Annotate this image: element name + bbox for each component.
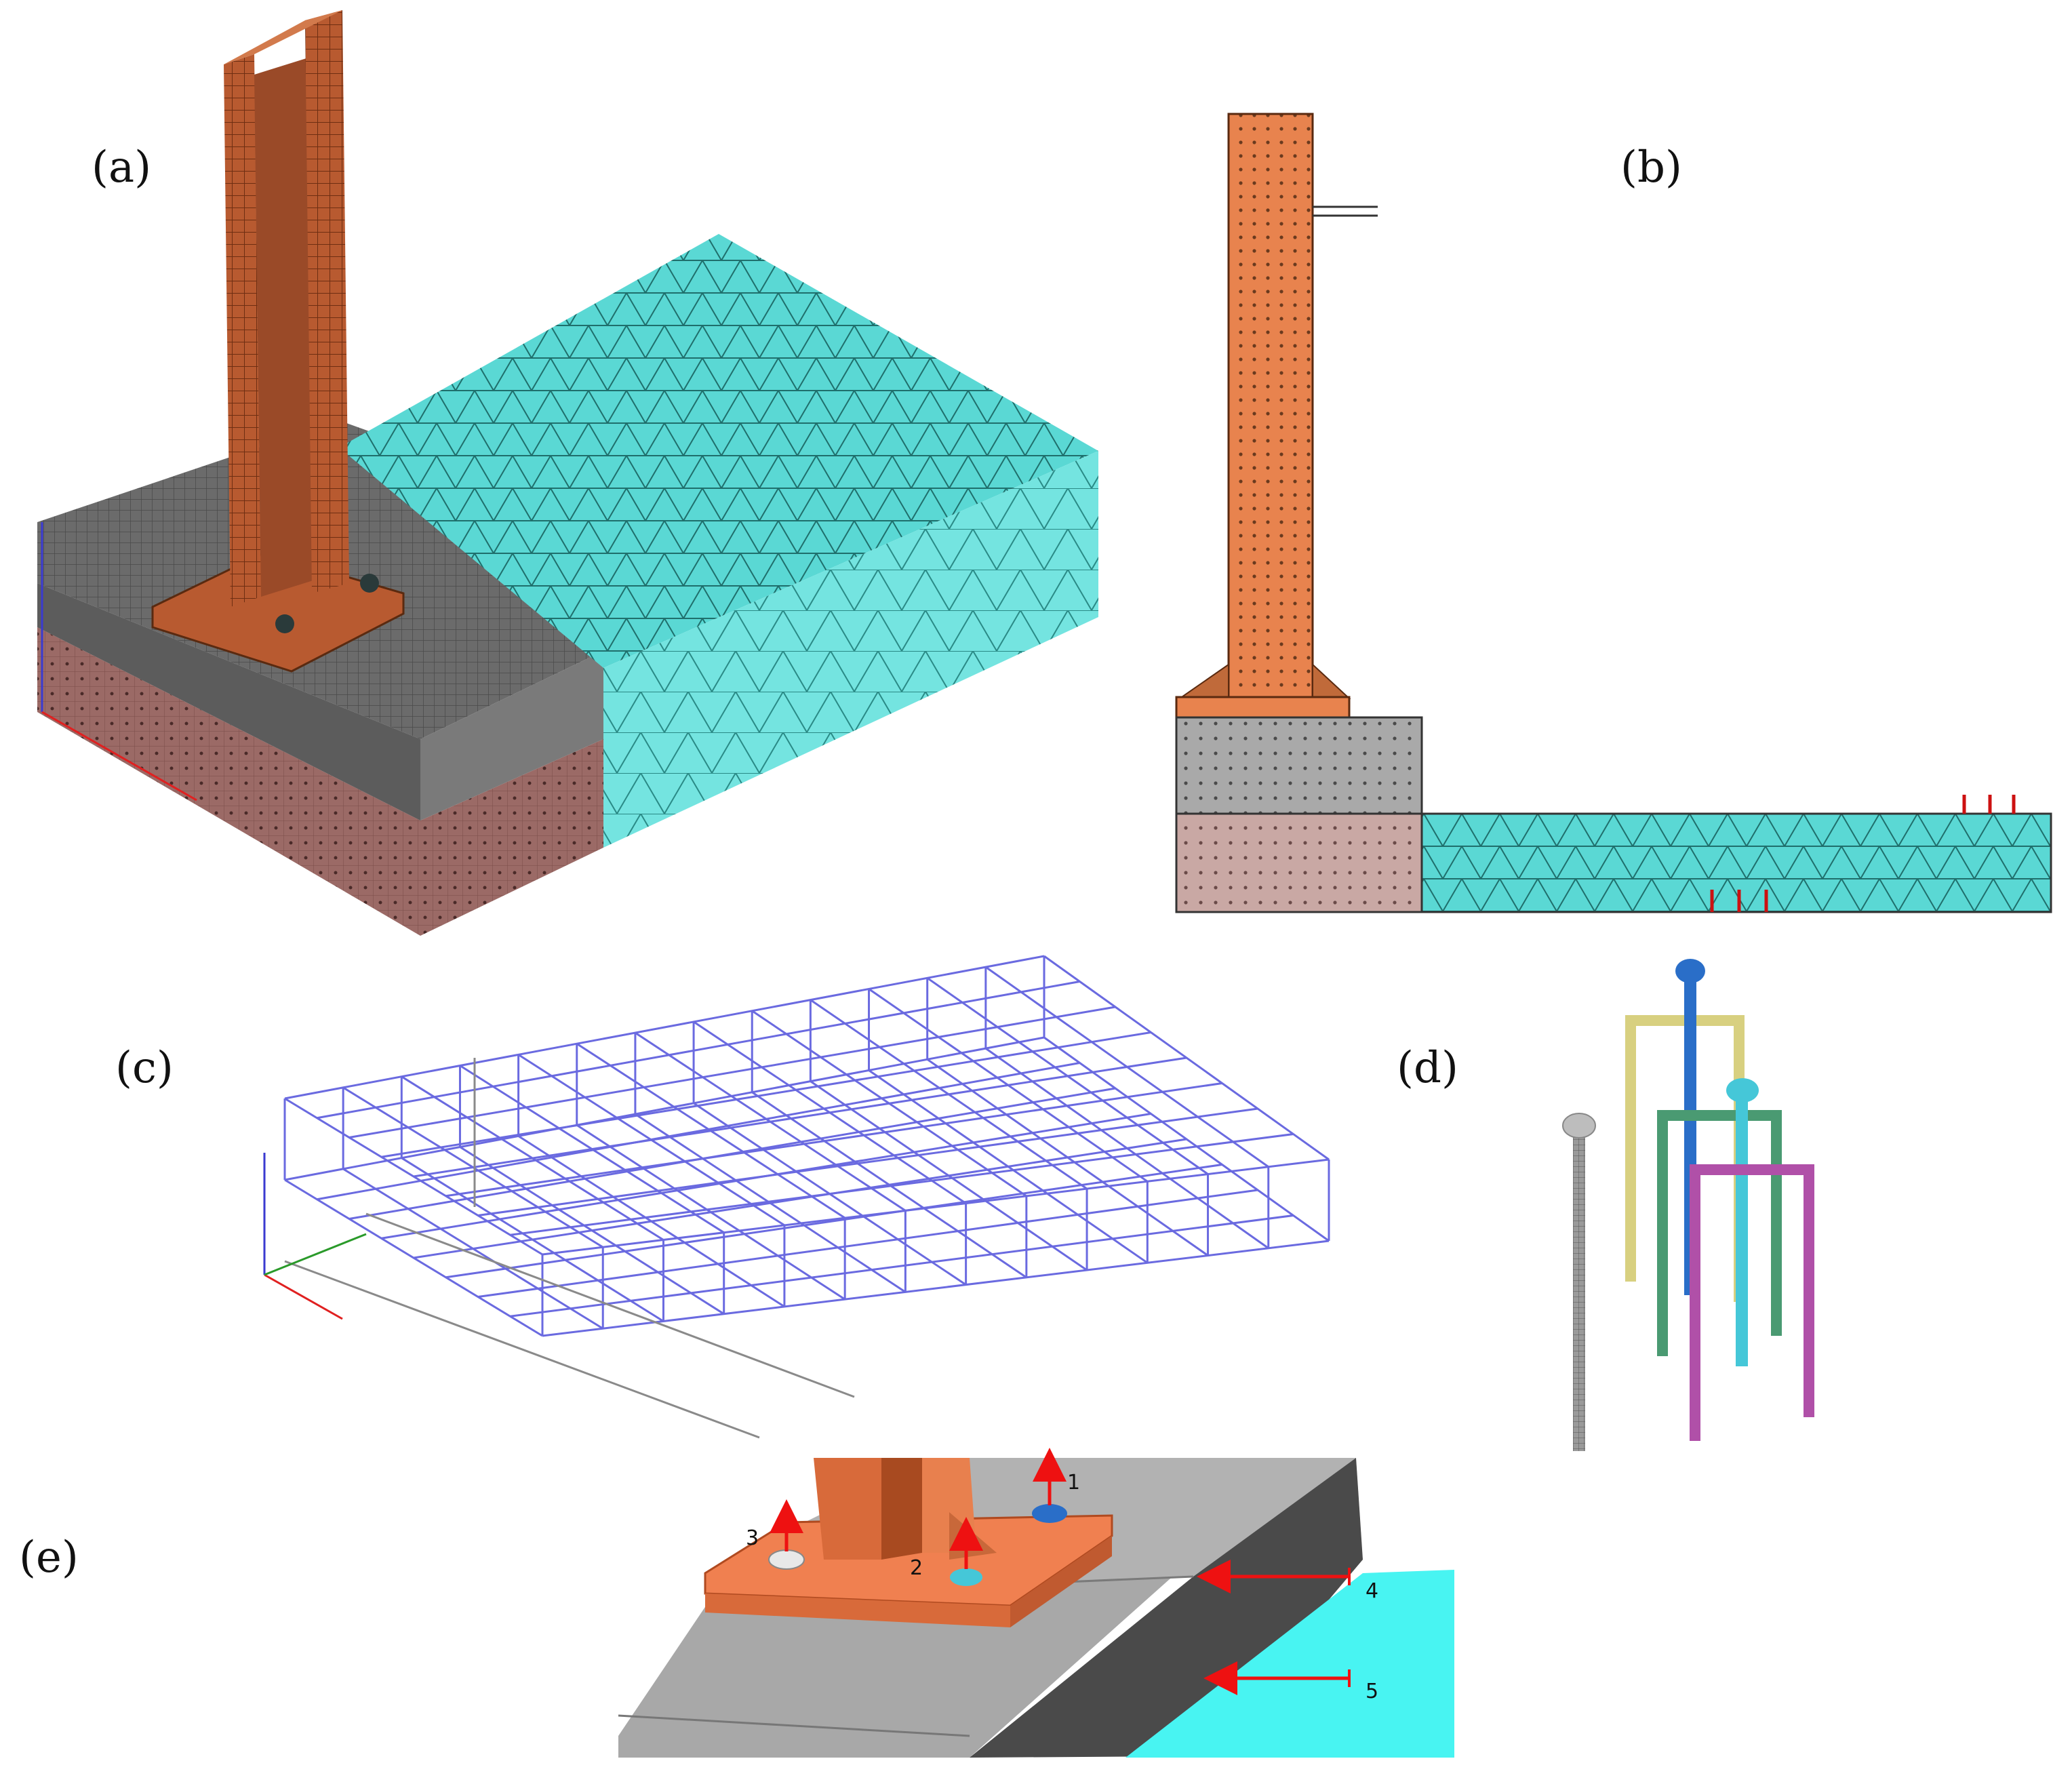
anchor-bolt-a-1 bbox=[275, 614, 294, 633]
panel-d-anchor-bars: (d) bbox=[1397, 959, 1814, 1451]
marker-5: 5 bbox=[1366, 1680, 1378, 1703]
concrete-side-e bbox=[970, 1458, 1363, 1758]
panel-e-label: (e) bbox=[19, 1532, 79, 1583]
steel-column-flange-right bbox=[305, 10, 349, 593]
axis-triad-a bbox=[41, 522, 197, 801]
panel-c-reinforcement-cage: (c) bbox=[115, 955, 1330, 1439]
bolt-gray-shank bbox=[1573, 1129, 1585, 1451]
support-arrows-b-top bbox=[1962, 795, 2016, 814]
slab-elevation bbox=[1420, 812, 2052, 913]
rebar-grid bbox=[283, 955, 1330, 1439]
axis-triad-c bbox=[263, 1153, 367, 1320]
concrete-footing-side bbox=[420, 651, 603, 820]
concrete-elevation bbox=[1175, 716, 1423, 815]
bolt-cyan-head bbox=[1726, 1078, 1759, 1103]
marker-3: 3 bbox=[746, 1526, 759, 1550]
anchor-bolt-a-2 bbox=[360, 574, 379, 593]
soil-block-front bbox=[37, 627, 420, 936]
bolt-cyan-shank bbox=[1736, 1095, 1748, 1366]
panel-b-side-view: (b) bbox=[1175, 113, 2052, 913]
concrete-top-e bbox=[618, 1573, 1176, 1758]
support-arrows-b-bottom bbox=[1710, 890, 1768, 912]
panel-a-label: (a) bbox=[92, 142, 151, 193]
bolt-gray-head bbox=[1562, 1113, 1596, 1138]
panel-d-label: (d) bbox=[1397, 1043, 1458, 1093]
panel-e-close-up-detail: (e) 1 2 3 4 5 bbox=[19, 1448, 1454, 1758]
stiffener-left bbox=[1177, 663, 1229, 699]
rebar-purple-u bbox=[1690, 1164, 1814, 1441]
column-elevation bbox=[1227, 113, 1314, 698]
bolt-e-2 bbox=[950, 1568, 982, 1586]
bolt-blue-head bbox=[1675, 959, 1705, 983]
steel-column-flange-left bbox=[224, 54, 261, 607]
soil-elevation bbox=[1175, 812, 1423, 913]
steel-column-web bbox=[254, 58, 315, 597]
base-plate-elevation bbox=[1175, 696, 1351, 719]
marker-2: 2 bbox=[910, 1556, 923, 1580]
rebar-green-u bbox=[1657, 1110, 1782, 1356]
panel-b-label: (b) bbox=[1620, 142, 1682, 193]
marker-4: 4 bbox=[1366, 1579, 1378, 1603]
soil-block-side bbox=[420, 739, 603, 936]
slab-top bbox=[339, 234, 1098, 668]
column-e bbox=[814, 1458, 881, 1560]
steel-column-top bbox=[224, 10, 342, 64]
bolt-e-1 bbox=[1032, 1504, 1067, 1523]
panel-a-3d-mesh-model: (a) bbox=[37, 10, 1098, 936]
slab-e bbox=[1125, 1570, 1454, 1758]
marker-1: 1 bbox=[1067, 1471, 1080, 1494]
concrete-footing-front bbox=[37, 583, 420, 820]
panel-c-label: (c) bbox=[115, 1043, 174, 1093]
stiffener-right bbox=[1312, 662, 1351, 699]
bolt-e-3 bbox=[768, 1549, 805, 1570]
slab-front bbox=[603, 451, 1098, 848]
